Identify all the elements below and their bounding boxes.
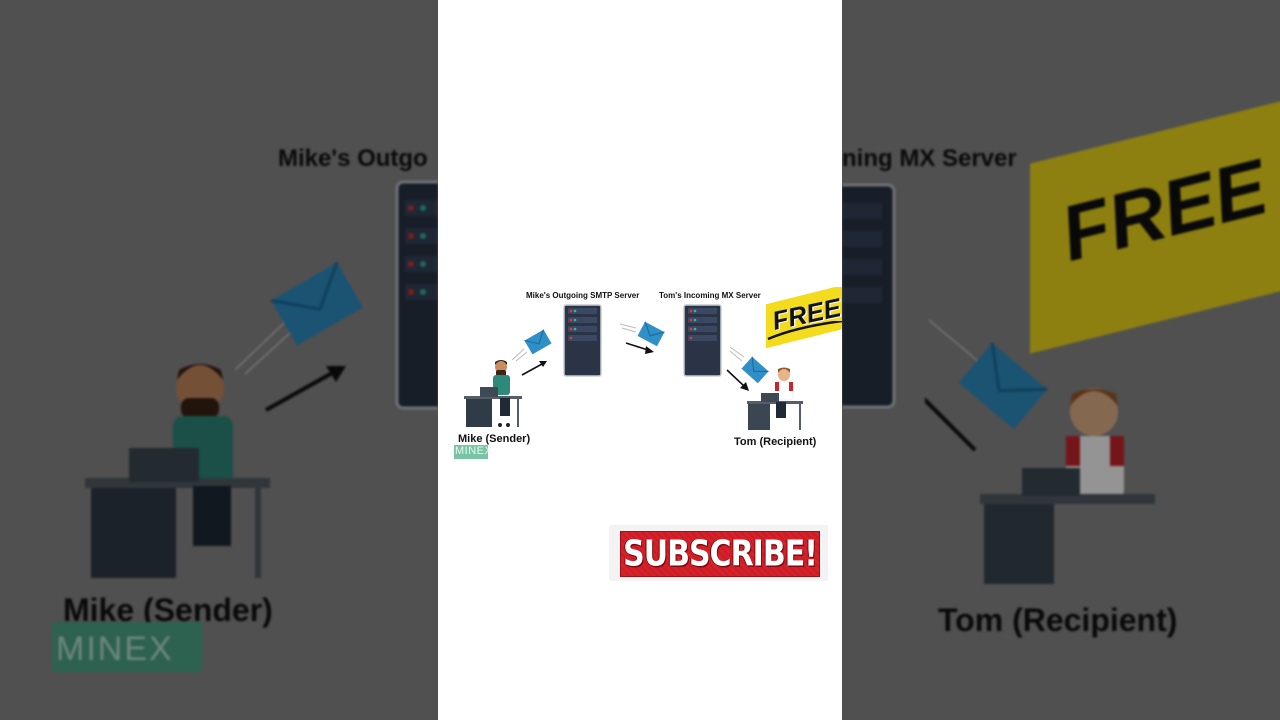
bg-envelope-icon: [234, 261, 363, 375]
bg-recipient-label: Tom (Recipient): [938, 602, 1178, 638]
envelope-icon-1: [511, 329, 552, 362]
free-badge: FREE: [766, 287, 842, 349]
logo: MINEX: [454, 444, 502, 460]
sender-figure: [464, 360, 522, 427]
arrow-icon-3: [726, 369, 749, 391]
bg-recipient-figure: [980, 388, 1155, 584]
subscribe-button-label: SUBSCRIBE!: [623, 533, 818, 575]
envelope-icon-3: [729, 346, 769, 384]
outgoing-server-label: Mike's Outgoing SMTP Server: [526, 291, 640, 300]
subscribe-banner[interactable]: SUBSCRIBE!: [609, 525, 828, 581]
bg-outgoing-server-title: Mike's Outgo: [278, 145, 428, 172]
arrow-icon-2: [625, 342, 654, 354]
recipient-figure: [747, 367, 803, 430]
video-frame: [438, 0, 842, 720]
sender-label: Mike (Sender): [458, 433, 531, 445]
bg-incoming-server-title: ning MX Server: [842, 145, 1017, 172]
bg-incoming-server-icon: [842, 183, 896, 409]
logo-text: MINEX: [455, 445, 493, 457]
subscribe-button[interactable]: SUBSCRIBE!: [620, 531, 820, 577]
incoming-server-icon: [683, 304, 722, 377]
arrow-icon-1: [521, 361, 547, 376]
bg-envelope-icon-2: [925, 319, 1048, 452]
bg-logo: MINEX: [52, 622, 202, 674]
outgoing-server-icon: [563, 304, 602, 377]
bg-outgoing-server-icon: [395, 180, 438, 410]
incoming-server-label: Tom's Incoming MX Server: [659, 291, 761, 300]
bg-logo-text: MINEX: [56, 630, 174, 668]
recipient-label: Tom (Recipient): [734, 436, 817, 448]
bg-arrow-icon: [265, 366, 346, 412]
envelope-icon-2: [619, 321, 665, 347]
bg-sender-figure: [85, 364, 270, 578]
badge-swoosh: [767, 321, 842, 341]
